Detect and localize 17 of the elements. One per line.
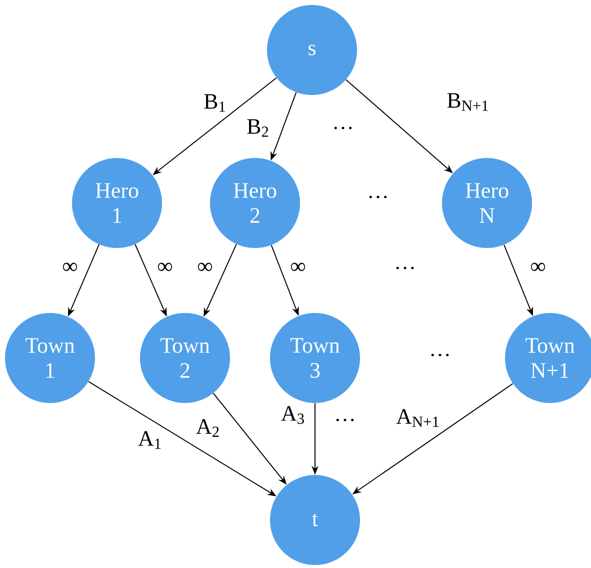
edge-label: ∞ bbox=[156, 262, 174, 274]
edge-label: A$_{N+1}$ bbox=[395, 408, 441, 428]
ellipsis: … bbox=[369, 196, 387, 198]
ellipsis: … bbox=[334, 126, 352, 130]
edge-label: A$_{3}$ bbox=[280, 405, 306, 425]
edge-label: B$_{2}$ bbox=[246, 118, 270, 138]
ellipsis: … bbox=[431, 354, 449, 356]
edge-label: B$_{N+1}$ bbox=[446, 92, 490, 112]
edge-label: ∞ bbox=[289, 262, 307, 274]
edge-label: ∞ bbox=[196, 262, 214, 274]
ellipsis: … bbox=[396, 266, 414, 270]
edge-label: B$_{1}$ bbox=[202, 93, 228, 113]
edge-label: A$_{2}$ bbox=[194, 418, 222, 438]
edge-label: A$_{1}$ bbox=[136, 430, 164, 450]
ellipsis: … bbox=[336, 418, 354, 422]
edge-label: ∞ bbox=[61, 262, 79, 274]
edge-label: ∞ bbox=[529, 262, 547, 274]
